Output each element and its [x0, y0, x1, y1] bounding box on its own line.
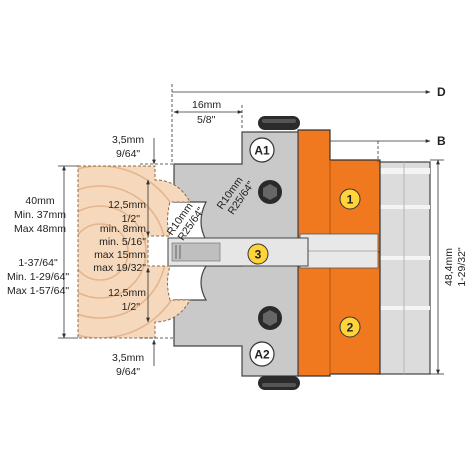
- height-mm-label: 40mm: [25, 195, 54, 207]
- hex-screw-lower-icon: [258, 306, 282, 330]
- height-max-mm-label: Max 48mm: [14, 223, 66, 235]
- top-gap-mm-label: 3,5mm: [112, 134, 144, 146]
- top-gap-in-label: 9/64": [116, 148, 140, 160]
- svg-text:A1: A1: [254, 144, 270, 158]
- lower-offset-mm-label: 12,5mm: [108, 287, 146, 299]
- height-max-in-label: Max 1-57/64": [7, 285, 69, 297]
- dimension-lines: [58, 84, 444, 375]
- height-min-in-label: Min. 1-29/64": [7, 271, 69, 283]
- svg-text:2: 2: [347, 321, 354, 335]
- cutter-body: [297, 129, 381, 377]
- overall-in-label: 1-29/32": [456, 247, 468, 287]
- upper-offset-in-label: 1/2": [122, 213, 141, 225]
- bottom-gap-mm-label: 3,5mm: [112, 352, 144, 364]
- upper-offset-mm-label: 12,5mm: [108, 199, 146, 211]
- bottom-gap-in-label: 9/64": [116, 366, 140, 378]
- bolt-bottom-icon: [258, 376, 300, 390]
- svg-text:A2: A2: [254, 348, 270, 362]
- groove-min-in-label: min. 5/16": [99, 236, 146, 248]
- part-1-marker: 1: [339, 188, 361, 210]
- knife-a2-marker: A2: [249, 341, 275, 367]
- reference-b-label: B: [437, 134, 446, 148]
- width-in-label: 5/8": [197, 114, 216, 126]
- part-3-marker: 3: [247, 243, 269, 265]
- groove-max-mm-label: max 15mm: [94, 249, 146, 261]
- height-in-label: 1-37/64": [18, 257, 58, 269]
- groove-max-in-label: max 19/32": [93, 262, 146, 274]
- svg-text:1: 1: [347, 193, 354, 207]
- knife-a1-marker: A1: [249, 137, 275, 163]
- width-mm-label: 16mm: [192, 99, 221, 111]
- height-min-mm-label: Min. 37mm: [14, 209, 66, 221]
- knife-holder: [167, 131, 309, 377]
- reference-d-label: D: [437, 85, 446, 99]
- shank: [377, 161, 431, 375]
- groove-min-mm-label: min. 8mm: [100, 223, 146, 235]
- part-2-marker: 2: [339, 316, 361, 338]
- svg-text:3: 3: [255, 248, 262, 262]
- hex-screw-upper-icon: [258, 180, 282, 204]
- lower-offset-in-label: 1/2": [122, 301, 141, 313]
- bolt-top-icon: [258, 116, 300, 130]
- overall-mm-label: 48,4mm: [443, 248, 455, 286]
